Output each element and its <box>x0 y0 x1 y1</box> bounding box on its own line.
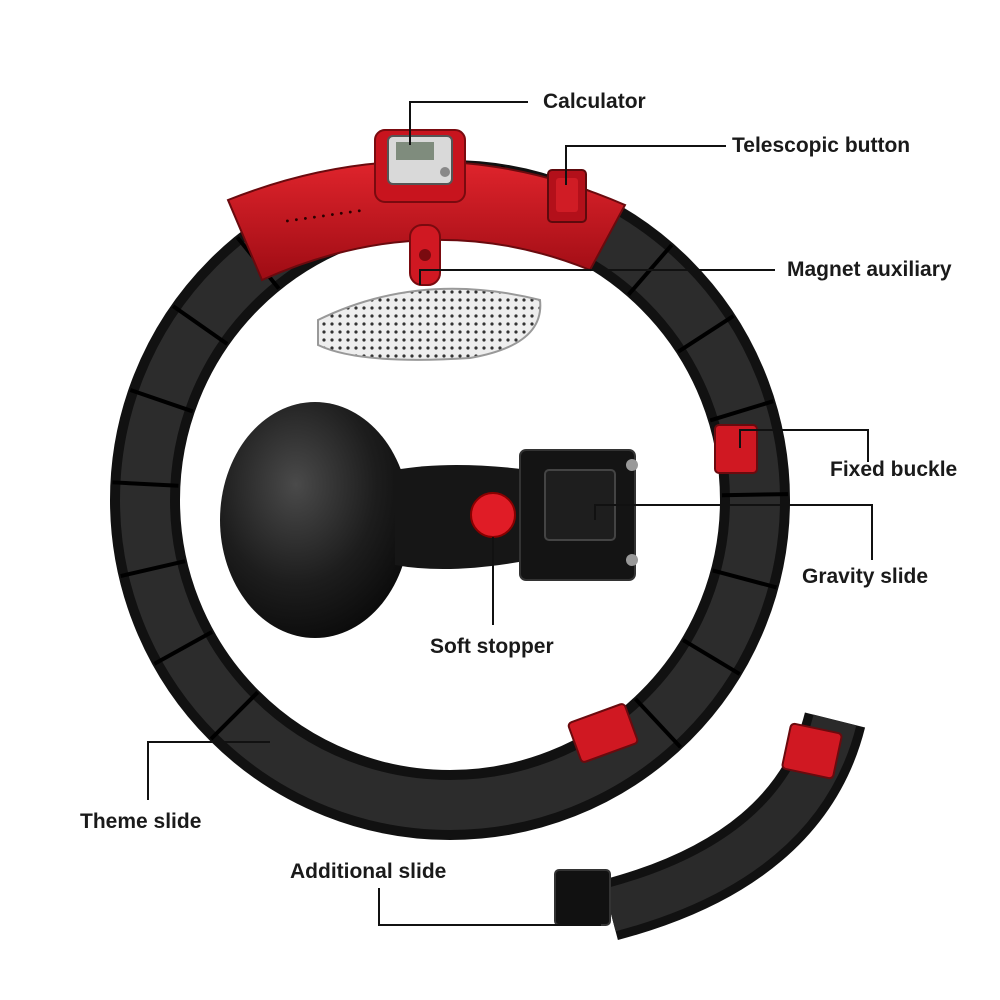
ring-segment-divider <box>120 559 186 578</box>
label-additional-slide: Additional slide <box>290 860 447 883</box>
ring-segment-divider <box>682 638 741 676</box>
ring-segment-divider <box>712 568 778 590</box>
ring-segment-divider <box>721 492 788 498</box>
fixed-buckle-part <box>567 424 758 763</box>
ring-segment-divider <box>677 314 735 354</box>
label-gravity-slide: Gravity slide <box>802 565 929 588</box>
ring-segment-divider <box>112 480 179 488</box>
label-telescopic-button: Telescopic button <box>732 134 911 157</box>
leader-lines <box>147 101 873 926</box>
label-calculator: Calculator <box>543 90 646 113</box>
ring-segment-divider <box>709 399 774 423</box>
label-theme-slide: Theme slide <box>80 810 202 833</box>
ring-segment-divider <box>209 690 260 741</box>
ring-segment-divider <box>129 388 194 414</box>
additional-slide-part <box>554 711 866 940</box>
label-magnet-auxiliary: Magnet auxiliary <box>787 258 952 281</box>
label-fixed-buckle: Fixed buckle <box>830 458 958 481</box>
ring-segment-divider <box>634 697 682 749</box>
ring-segment-divider <box>153 630 214 666</box>
calculator-device <box>374 129 466 203</box>
magnet-auxiliary-part <box>317 224 542 361</box>
label-soft-stopper: Soft stopper <box>430 635 554 658</box>
ring-segment-divider <box>171 304 229 346</box>
red-top-housing: • • • • • • • • • <box>226 160 627 282</box>
gravity-ball-assembly <box>220 402 638 638</box>
